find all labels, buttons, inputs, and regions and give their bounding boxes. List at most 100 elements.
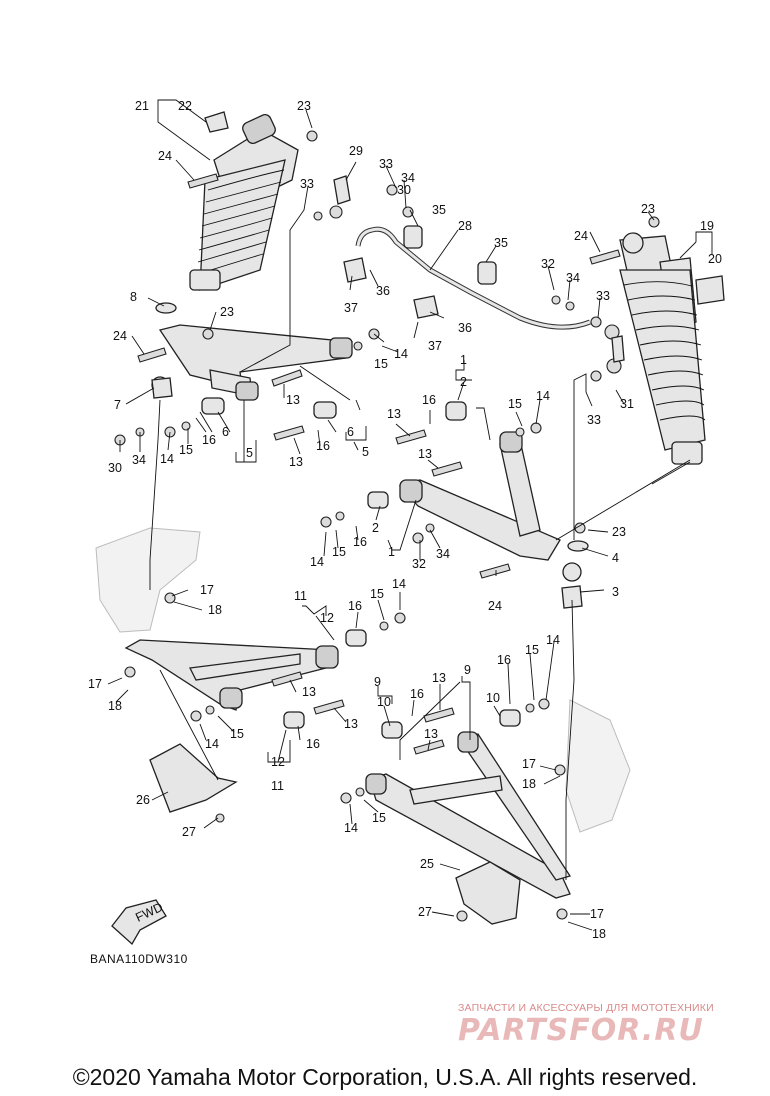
callout-16: 16 bbox=[353, 535, 367, 549]
callout-17: 17 bbox=[522, 757, 536, 771]
callout-23: 23 bbox=[220, 305, 234, 319]
callout-9: 9 bbox=[464, 663, 471, 677]
callout-2: 2 bbox=[372, 521, 379, 535]
callout-23: 23 bbox=[641, 202, 655, 216]
callout-31: 31 bbox=[620, 397, 634, 411]
callout-33: 33 bbox=[379, 157, 393, 171]
callout-13: 13 bbox=[387, 407, 401, 421]
callout-14: 14 bbox=[310, 555, 324, 569]
callout-36: 36 bbox=[458, 321, 472, 335]
callout-11: 11 bbox=[294, 589, 307, 603]
callout-15: 15 bbox=[179, 443, 193, 457]
callout-1: 1 bbox=[460, 353, 467, 367]
left-knuckle-outline bbox=[95, 527, 201, 633]
callout-18: 18 bbox=[522, 777, 536, 791]
callout-37: 37 bbox=[344, 301, 358, 315]
right-knuckle-outline bbox=[565, 699, 631, 833]
callout-17: 17 bbox=[200, 583, 214, 597]
right-shock-absorber bbox=[619, 232, 725, 465]
callout-13: 13 bbox=[289, 455, 303, 469]
callout-34: 34 bbox=[566, 271, 580, 285]
callout-11: 11 bbox=[271, 779, 284, 793]
callout-12: 12 bbox=[320, 611, 334, 625]
callout-32: 32 bbox=[541, 257, 555, 271]
callout-6: 6 bbox=[222, 425, 229, 439]
callout-15: 15 bbox=[508, 397, 522, 411]
callout-33: 33 bbox=[300, 177, 314, 191]
callout-14: 14 bbox=[392, 577, 406, 591]
callout-30: 30 bbox=[108, 461, 122, 475]
callout-21: 21 bbox=[135, 99, 149, 113]
callout-5: 5 bbox=[246, 446, 253, 460]
callout-27: 27 bbox=[182, 825, 196, 839]
callout-2: 2 bbox=[460, 375, 467, 389]
callout-34: 34 bbox=[132, 453, 146, 467]
callout-numbers: 21 22 23 24 29 33 34 30 33 35 28 35 23 1… bbox=[88, 99, 722, 941]
callout-18: 18 bbox=[108, 699, 122, 713]
callout-14: 14 bbox=[205, 737, 219, 751]
callout-34: 34 bbox=[401, 171, 415, 185]
bushings-and-bolts bbox=[114, 130, 660, 922]
callout-34: 34 bbox=[436, 547, 450, 561]
callout-24: 24 bbox=[113, 329, 127, 343]
callout-14: 14 bbox=[394, 347, 408, 361]
callout-33: 33 bbox=[587, 413, 601, 427]
callout-33: 33 bbox=[596, 289, 610, 303]
callout-14: 14 bbox=[546, 633, 560, 647]
callout-15: 15 bbox=[332, 545, 346, 559]
callout-7: 7 bbox=[114, 398, 121, 412]
callout-35: 35 bbox=[432, 203, 446, 217]
callout-13: 13 bbox=[286, 393, 300, 407]
callout-22: 22 bbox=[178, 99, 192, 113]
lower-right-a-arm bbox=[365, 731, 572, 899]
callout-32: 32 bbox=[412, 557, 426, 571]
callout-3: 3 bbox=[612, 585, 619, 599]
callout-16: 16 bbox=[306, 737, 320, 751]
callout-5: 5 bbox=[362, 445, 369, 459]
callout-26: 26 bbox=[136, 793, 150, 807]
callout-14: 14 bbox=[536, 389, 550, 403]
callout-16: 16 bbox=[202, 433, 216, 447]
callout-20: 20 bbox=[708, 252, 722, 266]
callout-35: 35 bbox=[494, 236, 508, 250]
callout-12: 12 bbox=[271, 755, 285, 769]
callout-13: 13 bbox=[344, 717, 358, 731]
callout-16: 16 bbox=[497, 653, 511, 667]
right-a-arm-guard bbox=[455, 861, 521, 925]
callout-1: 1 bbox=[388, 545, 395, 559]
callout-24: 24 bbox=[488, 599, 502, 613]
callout-13: 13 bbox=[302, 685, 316, 699]
watermark-logo: PARTSFOR.RU bbox=[458, 1013, 704, 1048]
callout-28: 28 bbox=[458, 219, 472, 233]
callout-19: 19 bbox=[700, 219, 714, 233]
callout-30: 30 bbox=[397, 183, 411, 197]
callout-18: 18 bbox=[592, 927, 606, 941]
callout-16: 16 bbox=[316, 439, 330, 453]
callout-15: 15 bbox=[370, 587, 384, 601]
copyright-notice: ©2020 Yamaha Motor Corporation, U.S.A. A… bbox=[72, 1064, 698, 1090]
ball-joints bbox=[151, 377, 583, 609]
callout-4: 4 bbox=[612, 551, 619, 565]
callout-15: 15 bbox=[374, 357, 388, 371]
callout-18: 18 bbox=[208, 603, 222, 617]
callout-15: 15 bbox=[525, 643, 539, 657]
callout-15: 15 bbox=[372, 811, 386, 825]
callout-25: 25 bbox=[420, 857, 434, 871]
upper-right-a-arm bbox=[398, 431, 582, 582]
lower-left-a-arm bbox=[124, 639, 339, 711]
callout-14: 14 bbox=[344, 821, 358, 835]
callout-36: 36 bbox=[376, 284, 390, 298]
callout-15: 15 bbox=[230, 727, 244, 741]
fwd-arrow: FWD bbox=[111, 899, 167, 946]
callout-6: 6 bbox=[347, 425, 354, 439]
callout-8: 8 bbox=[130, 290, 137, 304]
callout-16: 16 bbox=[422, 393, 436, 407]
callout-13: 13 bbox=[432, 671, 446, 685]
callout-29: 29 bbox=[349, 144, 363, 158]
callout-27: 27 bbox=[418, 905, 432, 919]
callout-17: 17 bbox=[88, 677, 102, 691]
callout-14: 14 bbox=[160, 452, 174, 466]
callout-10: 10 bbox=[486, 691, 500, 705]
callout-37: 37 bbox=[428, 339, 442, 353]
upper-left-a-arm bbox=[151, 324, 353, 401]
